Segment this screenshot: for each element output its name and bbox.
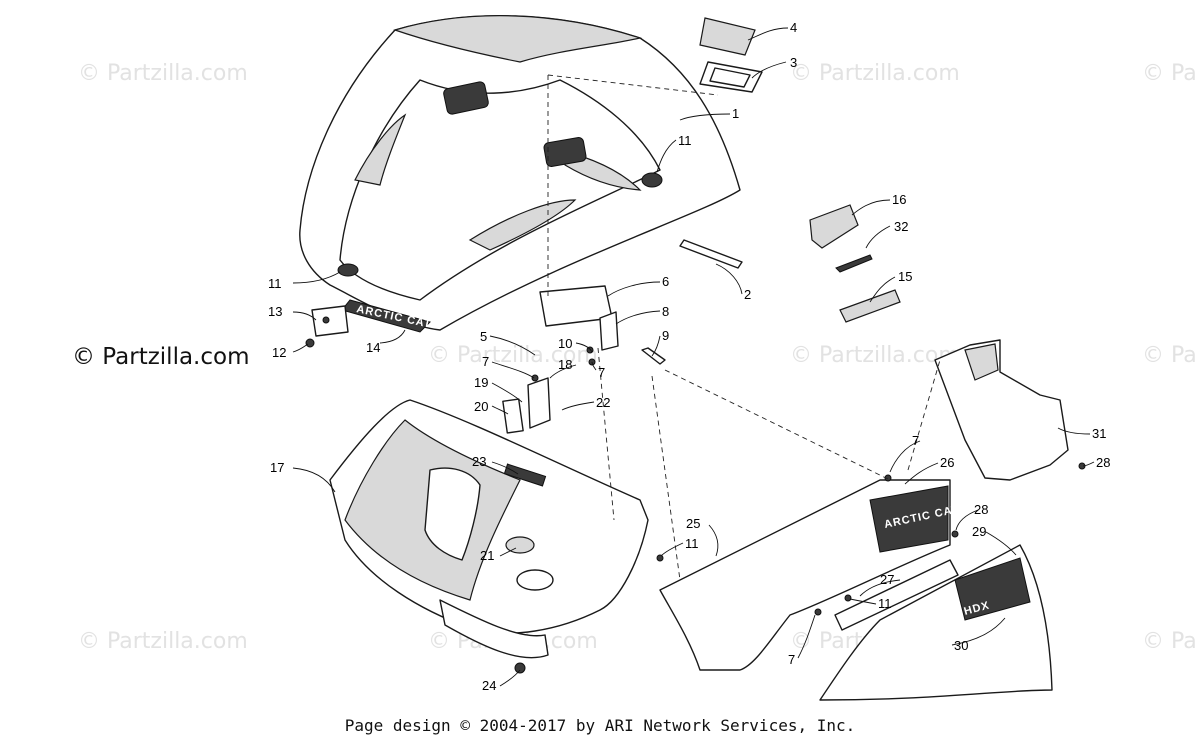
- side-panel-part: [934, 339, 1086, 481]
- callout-label: 31: [1092, 426, 1106, 441]
- bracket-parts: [502, 346, 664, 562]
- alignment-lines: [547, 74, 941, 581]
- hood-part: ARCTIC CAT: [299, 15, 741, 333]
- watermark: © Partzilla.com: [790, 343, 960, 368]
- callout-label: 17: [270, 460, 284, 475]
- callout-label: 6: [662, 274, 669, 289]
- callout-label: 4: [790, 20, 797, 35]
- callout-label: 14: [366, 340, 380, 355]
- watermark: © Partzilla.com: [78, 61, 248, 86]
- callout-label: 2: [744, 287, 751, 302]
- callout-label: 10: [558, 336, 572, 351]
- callout-label: 19: [474, 375, 488, 390]
- callout-label: 23: [472, 454, 486, 469]
- front-panel-part: ARCTIC CAT: [659, 474, 960, 671]
- callout-label: 30: [954, 638, 968, 653]
- callout-label: 7: [598, 365, 605, 380]
- callout-label: 29: [972, 524, 986, 539]
- lower-panel-part: HDX: [819, 544, 1053, 701]
- callout-label: 8: [662, 304, 669, 319]
- callout-label: 20: [474, 399, 488, 414]
- callout-label: 27: [880, 572, 894, 587]
- leader-lines: [292, 27, 1095, 687]
- watermark: © Partzilla.com: [78, 629, 248, 654]
- watermark: © Partzilla.com: [428, 343, 598, 368]
- callout-label: 11: [268, 276, 282, 291]
- storage-bin-part: [329, 399, 649, 674]
- hood-hinge-parts: [305, 285, 666, 365]
- callout-label: 13: [268, 304, 282, 319]
- vent-parts: [679, 17, 763, 269]
- callout-label: 1: [732, 106, 739, 121]
- callout-label: 32: [894, 219, 908, 234]
- watermark: © Pa: [1142, 629, 1197, 654]
- callout-label: 25: [686, 516, 700, 531]
- tool-kit-parts: [809, 204, 901, 323]
- callout-label: 5: [480, 329, 487, 344]
- callout-label: 7: [788, 652, 795, 667]
- copyright-footer: Page design © 2004-2017 by ARI Network S…: [344, 716, 856, 735]
- callout-label: 7: [912, 433, 919, 448]
- callout-label: 15: [898, 269, 912, 284]
- callout-label: 7: [482, 354, 489, 369]
- callout-label: 9: [662, 328, 669, 343]
- callout-label: 28: [974, 502, 988, 517]
- callout-label: 22: [596, 395, 610, 410]
- callout-label: 26: [940, 455, 954, 470]
- callout-label: 12: [272, 345, 286, 360]
- callout-label: 21: [480, 548, 494, 563]
- watermark-bold: © Partzilla.com: [72, 344, 250, 370]
- callout-label: 3: [790, 55, 797, 70]
- callout-label: 28: [1096, 455, 1110, 470]
- callout-label: 11: [878, 596, 892, 611]
- callout-label: 16: [892, 192, 906, 207]
- callout-layer: 4 3 1 11 16 32 2 15 11 13 12 14 6 8 9 5 …: [268, 20, 1110, 693]
- watermark: © Pa: [1142, 343, 1197, 368]
- callout-label: 18: [558, 357, 572, 372]
- watermark: © Pa: [1142, 61, 1197, 86]
- callout-label: 11: [678, 133, 692, 148]
- watermark: © Partzilla.com: [790, 61, 960, 86]
- callout-label: 11: [685, 536, 699, 551]
- callout-label: 24: [482, 678, 496, 693]
